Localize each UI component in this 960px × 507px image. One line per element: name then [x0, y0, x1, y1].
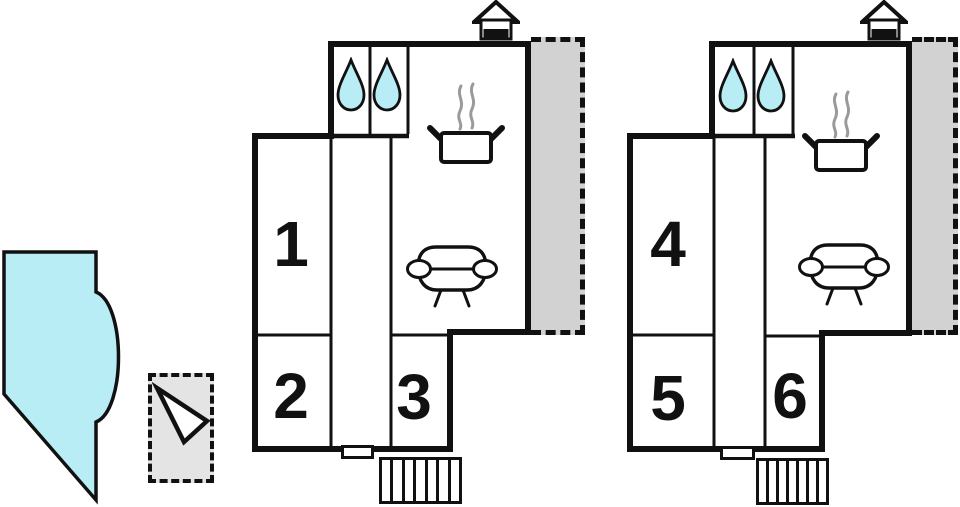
- room-number: 1: [273, 208, 309, 280]
- entrance-door: [720, 446, 755, 460]
- sofa-icon: [798, 243, 890, 306]
- compass-box: [148, 373, 214, 483]
- sofa-icon: [406, 245, 498, 308]
- room-number: 5: [650, 362, 686, 434]
- entrance-door: [341, 445, 374, 459]
- cooking-pot-icon: [802, 90, 880, 172]
- water-drop-icon: [718, 58, 748, 113]
- pool-shape: [2, 250, 121, 505]
- terrace-right: [912, 37, 958, 335]
- north-arrow-icon: [152, 382, 210, 446]
- chimney-icon: [472, 0, 520, 41]
- steam-icon: [457, 82, 476, 131]
- terrace-left: [531, 37, 585, 335]
- steam-icon: [832, 90, 851, 139]
- water-drop-icon: [756, 58, 786, 113]
- room-number: 6: [772, 360, 808, 432]
- water-drop-icon: [372, 57, 402, 112]
- room-number: 2: [273, 360, 309, 432]
- cooking-pot-icon: [427, 82, 505, 164]
- room-number: 4: [650, 208, 686, 280]
- room-number: 3: [396, 361, 432, 433]
- stairs: [379, 457, 462, 504]
- water-drop-icon: [336, 57, 366, 112]
- chimney-icon: [860, 0, 908, 41]
- stairs: [756, 458, 829, 505]
